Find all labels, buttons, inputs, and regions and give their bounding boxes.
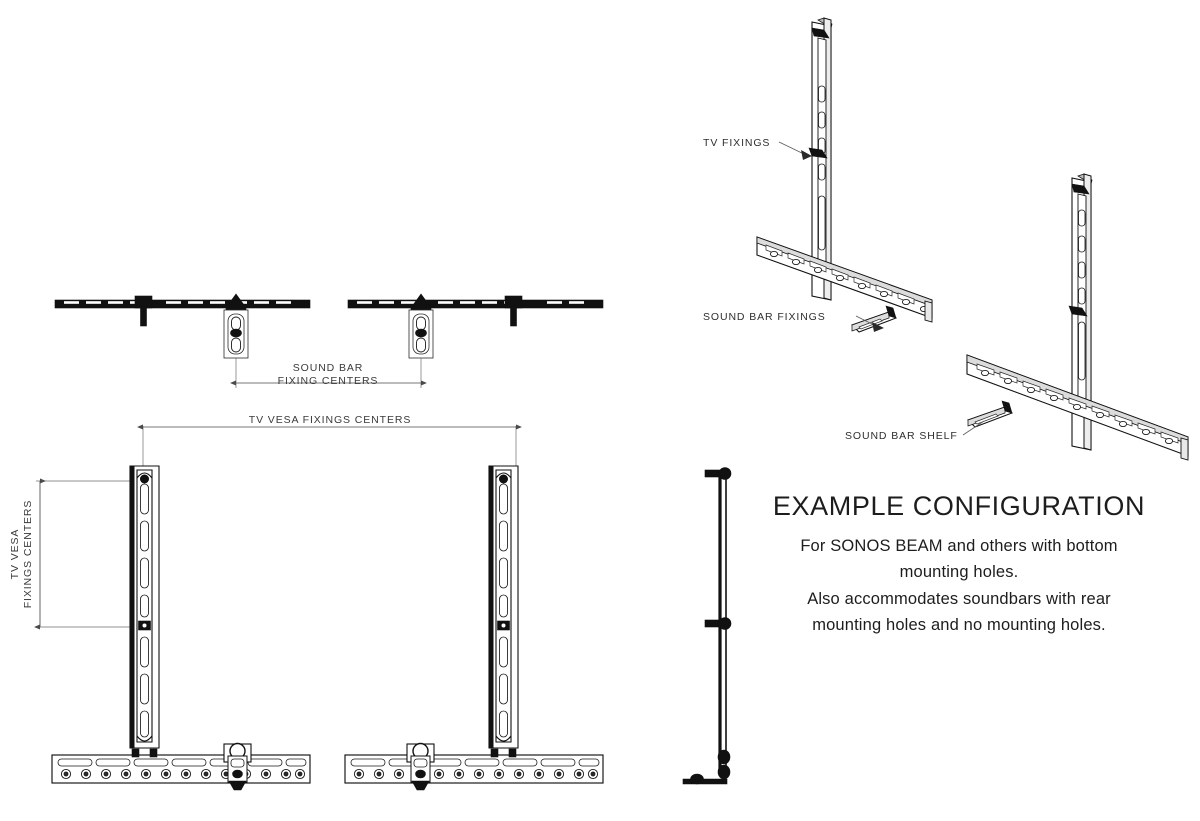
side-profile-top-bolt: [704, 467, 732, 480]
iso-shelf-tab-right: [967, 400, 1014, 428]
iso-vertical-post-left: [808, 17, 833, 301]
dimension-tv-vesa-fixings-centers: TV VESA FIXINGS CENTERS: [137, 414, 522, 470]
info-block-line-1: For SONOS BEAM and others with bottom: [800, 537, 1117, 555]
iso-rail-left: [756, 236, 933, 323]
vertical-bracket-right: [488, 465, 519, 749]
plan-bracket-left: [223, 293, 249, 359]
plan-rail-left: [54, 293, 311, 359]
dimension-soundbar-fixing-centers: SOUND BAR FIXING CENTERS: [230, 358, 427, 388]
sound-bar-fixings-label: SOUND BAR FIXINGS: [703, 311, 826, 323]
callout-tv-fixings: TV FIXINGS: [703, 137, 812, 160]
side-profile-mid-bolt: [704, 617, 732, 630]
iso-vertical-post-right: [1068, 173, 1093, 451]
top-plan-view: SOUND BAR FIXING CENTERS: [54, 293, 604, 388]
info-block-heading: EXAMPLE CONFIGURATION: [773, 491, 1145, 521]
plan-bracket-right: [408, 293, 434, 359]
front-assembly-right: [344, 465, 604, 791]
iso-shelf-tab-left: [851, 305, 898, 333]
info-block-line-3: Also accommodates soundbars with rear: [807, 590, 1111, 608]
plan-stud-right: [504, 295, 523, 327]
tv-fixings-label: TV FIXINGS: [703, 137, 770, 149]
front-assembly-left: [51, 465, 311, 791]
info-block-line-4: mounting holes and no mounting holes.: [812, 616, 1106, 634]
callout-sound-bar-fixings: SOUND BAR FIXINGS: [703, 311, 884, 332]
front-elevation-view: TV VESA FIXINGS CENTERS TV VESA FIXINGS …: [9, 414, 604, 791]
tv-vesa-vertical-label-line2: FIXINGS CENTERS: [22, 500, 34, 609]
plan-rail-right: [347, 293, 604, 359]
isometric-assembly-left: [756, 17, 933, 333]
side-profile-foot: [682, 749, 731, 785]
callout-sound-bar-shelf: SOUND BAR SHELF: [845, 420, 985, 442]
horizontal-rail-left: [51, 748, 311, 784]
isometric-assembly-right: [966, 173, 1189, 461]
vertical-bracket-left: [129, 465, 160, 749]
info-block: EXAMPLE CONFIGURATION For SONOS BEAM and…: [773, 491, 1145, 634]
plan-stud-left: [134, 295, 153, 327]
horizontal-rail-right: [344, 748, 604, 784]
side-profile-view: [682, 467, 732, 785]
soundbar-fixing-centers-label-line1: SOUND BAR: [293, 362, 364, 374]
dimension-tv-vesa-vertical: TV VESA FIXINGS CENTERS: [9, 478, 136, 630]
shelf-bracket-right: [406, 742, 435, 791]
shelf-bracket-left: [223, 742, 252, 791]
iso-rail-right: [966, 354, 1189, 461]
tv-vesa-vertical-label-line1: TV VESA: [9, 529, 21, 580]
tv-vesa-fixings-centers-label: TV VESA FIXINGS CENTERS: [249, 414, 411, 426]
soundbar-fixing-centers-label-line2: FIXING CENTERS: [278, 375, 379, 387]
sound-bar-shelf-label: SOUND BAR SHELF: [845, 430, 958, 442]
info-block-line-2: mounting holes.: [900, 563, 1019, 581]
